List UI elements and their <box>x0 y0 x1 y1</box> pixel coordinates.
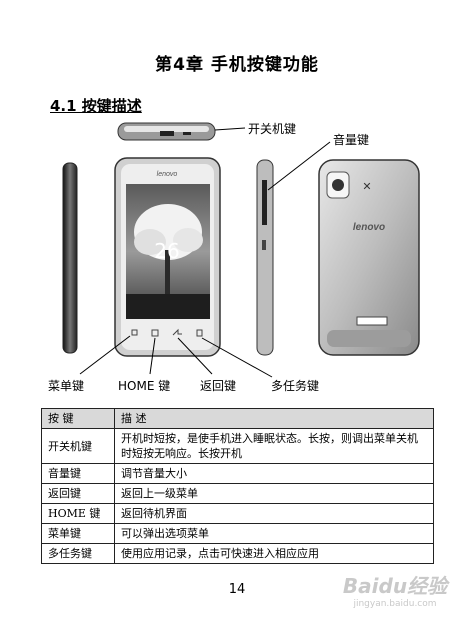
back-model-mark: ✕ <box>362 180 371 193</box>
table-row: HOME 键 返回待机界面 <box>41 503 434 524</box>
front-brand-logo: lenovo <box>157 171 178 178</box>
home-key-label: HOME 键 <box>118 379 171 393</box>
back-key-icon[interactable] <box>172 328 182 336</box>
menu-key-icon[interactable] <box>131 329 138 336</box>
menu-key-label: 菜单键 <box>48 379 85 393</box>
phone-illustration: lenovo 26 ✕ lenovo <box>62 122 420 378</box>
row-description: 返回待机界面 <box>114 503 434 524</box>
row-description: 调节音量大小 <box>114 463 434 484</box>
table-row: 返回键 返回上一级菜单 <box>41 483 434 504</box>
header-key: 按 键 <box>41 408 115 429</box>
phone-back-view: ✕ lenovo <box>318 159 420 356</box>
home-key-icon[interactable] <box>151 329 159 337</box>
row-key: 菜单键 <box>41 523 115 544</box>
chapter-title: 第4章 手机按键功能 <box>155 55 319 75</box>
phone-right-side-view <box>256 159 274 356</box>
menu-callout-line <box>79 335 131 375</box>
table-row: 音量键 调节音量大小 <box>41 463 434 484</box>
row-description: 使用应用记录，点击可快速进入相应应用 <box>114 543 434 564</box>
table-header-row: 按 键 描 述 <box>41 408 434 429</box>
section-title: 4.1 按键描述 <box>50 97 142 115</box>
row-key: 返回键 <box>41 483 115 504</box>
row-key: 开关机键 <box>41 428 115 464</box>
back-key-label: 返回键 <box>200 379 237 393</box>
volume-callout-line <box>267 141 331 191</box>
volume-key-label: 音量键 <box>333 133 370 147</box>
table-row: 开关机键 开机时短按，是使手机进入睡眠状态。长按，则调出菜单关机时短按无响应。长… <box>41 428 434 464</box>
volume-key[interactable] <box>262 180 267 225</box>
table-row: 多任务键 使用应用记录，点击可快速进入相应应用 <box>41 543 434 564</box>
row-key: HOME 键 <box>41 503 115 524</box>
watermark-logo-text: Baidu经验 <box>342 574 448 598</box>
phone-front-view: lenovo 26 <box>114 157 221 357</box>
key-description-table: 按 键 描 述 开关机键 开机时短按，是使手机进入睡眠状态。长按，则调出菜单关机… <box>41 408 434 564</box>
header-description: 描 述 <box>114 408 434 429</box>
power-key-label: 开关机键 <box>248 122 297 136</box>
page-number: 14 <box>228 582 246 597</box>
home-callout-line <box>149 337 156 375</box>
multitask-key-icon[interactable] <box>196 329 203 337</box>
row-description: 返回上一级菜单 <box>114 483 434 504</box>
watermark: Baidu经验 jingyan.baidu.com <box>330 570 460 609</box>
phone-left-side-view <box>62 162 78 354</box>
back-sticker <box>356 316 388 326</box>
back-callout-line <box>177 337 213 375</box>
row-description: 可以弹出选项菜单 <box>114 523 434 544</box>
phone-top-view <box>117 122 216 141</box>
row-key: 多任务键 <box>41 543 115 564</box>
multitask-callout-line <box>201 337 273 378</box>
screen-clock: 26 <box>154 239 179 263</box>
row-description: 开机时短按，是使手机进入睡眠状态。长按，则调出菜单关机时短按无响应。长按开机 <box>114 428 434 464</box>
multitask-key-label: 多任务键 <box>271 379 320 393</box>
table-row: 菜单键 可以弹出选项菜单 <box>41 523 434 544</box>
back-brand-logo: lenovo <box>353 222 385 233</box>
row-key: 音量键 <box>41 463 115 484</box>
watermark-url: jingyan.baidu.com <box>353 599 437 609</box>
power-callout-line <box>214 127 246 131</box>
